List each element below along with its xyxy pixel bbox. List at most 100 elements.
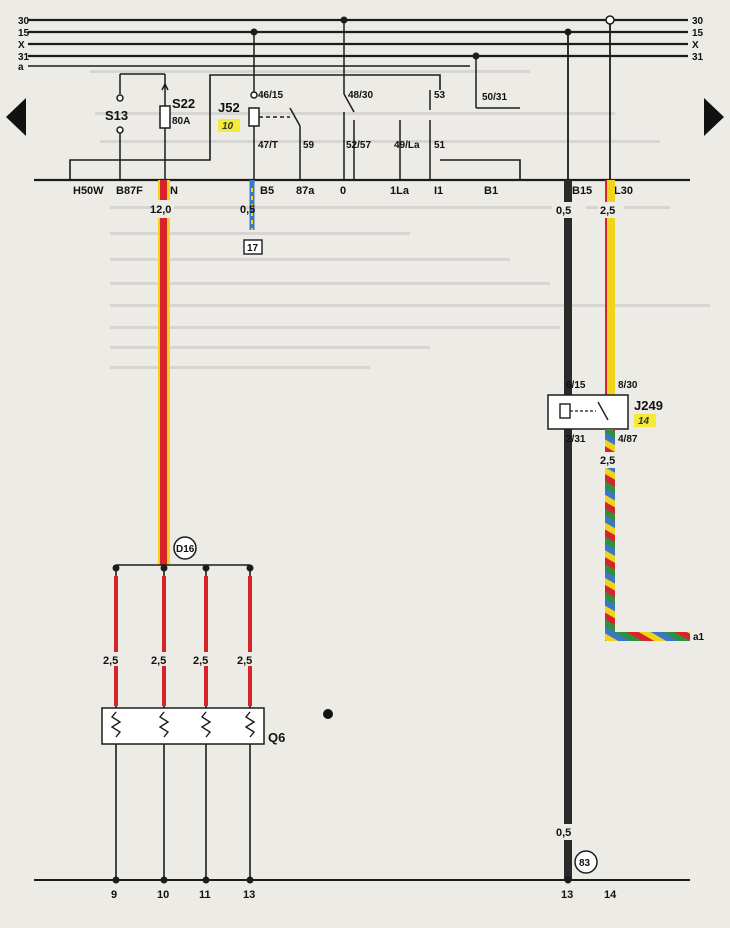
rail-label-31: 31 — [18, 52, 30, 63]
rail-label-15: 15 — [18, 28, 30, 39]
prev-page-arrow-icon[interactable] — [6, 98, 26, 136]
relay-j249-contact-icon — [597, 401, 609, 421]
bottom-number-13a: 13 — [243, 889, 255, 901]
pin-47-t: 47/T — [258, 140, 278, 151]
q6-size-bg-4 — [234, 652, 266, 666]
junction-dot-15-b15 — [564, 28, 572, 36]
q6-size-bg-1 — [100, 652, 132, 666]
wire-ground-label-bg — [552, 824, 586, 840]
terminal-b1: B1 — [484, 185, 498, 197]
wire-j249-out-label-bg — [598, 452, 624, 468]
pin-51: 51 — [434, 140, 446, 151]
wire-b15-label-bg — [552, 202, 586, 218]
pin-52-57: 52/57 — [346, 140, 371, 151]
central-box-outline — [34, 74, 690, 182]
label-q6: Q6 — [268, 730, 285, 745]
label-s22-rating: 80A — [172, 116, 190, 127]
power-rails — [28, 18, 688, 67]
rail-label-15-right: 15 — [692, 28, 704, 39]
q6-size-bg-3 — [190, 652, 222, 666]
pin-48-30: 48/30 — [348, 90, 373, 101]
wire-l30-label-bg — [598, 202, 624, 218]
junction-dot-30-j52 — [340, 16, 348, 24]
j249-badge — [634, 414, 656, 427]
fuse-s22 — [159, 74, 171, 180]
pin-59: 59 — [303, 140, 315, 151]
connector-83 — [574, 850, 598, 874]
bottom-number-11: 11 — [199, 889, 211, 901]
q6-wire-size-3: 2,5 — [193, 655, 208, 667]
label-d16: D16 — [176, 544, 195, 555]
wire-n-size: 12,0 — [150, 204, 171, 216]
bottom-number-9: 9 — [111, 889, 117, 901]
rail-label-x: X — [18, 40, 25, 51]
terminal-i1: I1 — [434, 185, 443, 197]
q6-dot-1 — [112, 564, 120, 572]
rail-label-30-right: 30 — [692, 16, 704, 27]
rail-label-31-right: 31 — [692, 52, 704, 63]
label-s13: S13 — [105, 108, 128, 123]
q6-wire-size-4: 2,5 — [237, 655, 252, 667]
j249-badge-text: 14 — [638, 416, 650, 427]
wire-l30-size: 2,5 — [600, 205, 615, 217]
junction-dot-31-j52 — [472, 52, 480, 60]
pin-4-87: 4/87 — [618, 434, 638, 445]
bottom-dot-13b — [564, 876, 572, 884]
switch-s13 — [116, 73, 165, 180]
wire-n-red-yellow — [158, 180, 170, 565]
pin-2-31: 2/31 — [566, 434, 586, 445]
fuse-block-q6 — [101, 707, 265, 745]
scan-speck — [323, 709, 333, 719]
terminal-h50w: H50W — [73, 185, 104, 197]
q6-fuse-icons — [110, 711, 256, 738]
j52-badge-text: 10 — [222, 121, 234, 132]
bottom-dot-11 — [202, 876, 210, 884]
q6-wire-size-2: 2,5 — [151, 655, 166, 667]
terminal-87a: 87a — [296, 185, 315, 197]
junction-open-30-l30 — [605, 15, 615, 25]
connector-17 — [243, 239, 263, 255]
terminal-l30: L30 — [614, 185, 633, 197]
relay-j249 — [547, 394, 629, 430]
connector-a1: a1 — [693, 632, 705, 643]
next-page-arrow-icon[interactable] — [704, 98, 724, 136]
label-j52: J52 — [218, 100, 240, 115]
bottom-dot-9 — [112, 876, 120, 884]
pin-6-15: 6/15 — [566, 380, 586, 391]
rail-label-x-right: X — [692, 40, 699, 51]
label-s22: S22 — [172, 96, 195, 111]
j52-badge — [218, 119, 240, 132]
wire-j249-out-multicolor — [605, 429, 615, 639]
bottom-number-14: 14 — [604, 889, 617, 901]
wire-b5-size: 0,5 — [240, 204, 255, 216]
pin-49-la: 49/La — [394, 140, 420, 151]
wire-a1-multicolor — [605, 632, 690, 641]
label-j249: J249 — [634, 398, 663, 413]
terminal-0: 0 — [340, 185, 346, 197]
pin-46-15: 46/15 — [258, 90, 283, 101]
terminal-b5: B5 — [260, 185, 274, 197]
bottom-dot-10 — [160, 876, 168, 884]
wire-n-label-bg — [154, 200, 174, 218]
bottom-dot-13a — [246, 876, 254, 884]
q6-wire-red-segments — [114, 576, 252, 706]
rail-label-30: 30 — [18, 16, 30, 27]
junction-dot-15-j52 — [250, 28, 258, 36]
connector-d16 — [173, 536, 197, 560]
connector-17-label: 17 — [247, 243, 259, 254]
relay-j52 — [248, 20, 520, 180]
q6-dot-2 — [160, 564, 168, 572]
wire-b15-black — [564, 180, 572, 880]
bottom-number-13b: 13 — [561, 889, 573, 901]
wire-j249-out-size: 2,5 — [600, 455, 615, 467]
q6-size-bg-2 — [148, 652, 180, 666]
wire-l30-red-yellow — [605, 180, 615, 395]
q6-wire-size-1: 2,5 — [103, 655, 118, 667]
terminal-1la: 1La — [390, 185, 410, 197]
pin-8-30: 8/30 — [618, 380, 638, 391]
wire-b15-size: 0,5 — [556, 205, 571, 217]
connector-83-label: 83 — [579, 858, 591, 869]
pin-53: 53 — [434, 90, 446, 101]
terminal-labels: H50W B87F N B5 87a 0 1La I1 B1 B15 L30 — [73, 185, 633, 197]
